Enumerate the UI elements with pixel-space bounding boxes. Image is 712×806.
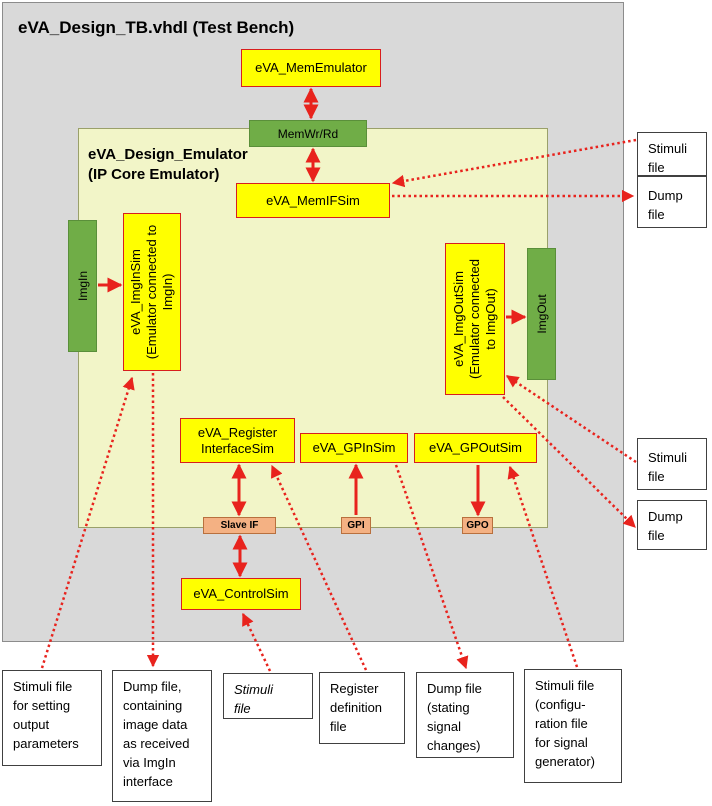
dotted-stimuli-gpoutsim: [507, 465, 579, 668]
file-line: parameters: [13, 736, 79, 751]
file-line: (configu-: [535, 697, 586, 712]
stimuli-file-imgout: Stimuli file: [637, 438, 707, 490]
gpi-port: GPI: [341, 517, 371, 534]
dotted-stimuli-imgoutsim: [505, 374, 637, 464]
file-line: Stimuli file: [535, 678, 595, 693]
gpo-port: GPO: [462, 517, 493, 534]
register-if-sim-line2: InterfaceSim: [201, 440, 274, 456]
mem-wr-rd-interface: MemWr/Rd: [249, 120, 367, 147]
file-line: signal: [427, 719, 461, 734]
mem-if-sim-block: eVA_MemIFSim: [236, 183, 390, 218]
file-line: definition: [330, 700, 383, 715]
file-line: via ImgIn: [123, 755, 176, 770]
file-line: Dump: [648, 188, 683, 203]
file-line: Stimuli: [648, 141, 688, 156]
file-line: Register: [330, 681, 379, 696]
dotted-params-imginsim: [40, 376, 135, 669]
file-line: as received: [123, 736, 190, 751]
gpin-dump-file: Dump file (stating signal changes): [416, 672, 514, 758]
file-line: output: [13, 717, 50, 732]
file-line: for setting: [13, 698, 71, 713]
file-line: for signal: [535, 735, 588, 750]
img-in-interface: ImgIn: [68, 220, 97, 352]
file-line: file: [234, 701, 251, 716]
file-line: generator): [535, 754, 595, 769]
img-in-sim-block: eVA_ImgInSim (Emulator connected to ImgI…: [123, 213, 181, 371]
register-if-sim-line1: eVA_Register: [197, 424, 278, 440]
gpout-stimuli-file: Stimuli file (configu- ration file for s…: [524, 669, 622, 783]
file-line: Stimuli: [648, 450, 688, 465]
imgin-dump-file: Dump file, containing image data as rece…: [112, 670, 212, 802]
gp-out-sim-block: eVA_GPOutSim: [414, 433, 537, 463]
file-line: Dump: [648, 509, 683, 524]
dotted-stimuli-memif: [391, 138, 637, 188]
file-line: interface: [123, 774, 173, 789]
file-line: Stimuli file: [13, 679, 73, 694]
dotted-gpinsim-dump: [394, 464, 469, 670]
img-out-sim-block: eVA_ImgOutSim (Emulator connected to Img…: [445, 243, 505, 395]
register-if-sim-block: eVA_Register InterfaceSim: [180, 418, 295, 463]
stimuli-file-mem: Stimuli file: [637, 132, 707, 176]
testbench-title: eVA_Design_TB.vhdl (Test Bench): [18, 18, 295, 37]
file-line: file: [648, 207, 665, 222]
file-line: file: [648, 469, 665, 484]
mem-emulator-block: eVA_MemEmulator: [241, 49, 381, 87]
file-line: ration file: [535, 716, 588, 731]
file-line: Dump file: [427, 681, 482, 696]
gp-in-sim-block: eVA_GPInSim: [300, 433, 408, 463]
file-line: Stimuli: [234, 682, 274, 697]
register-definition-file: Register definition file: [319, 672, 405, 744]
dotted-regdef-register: [270, 464, 368, 671]
dotted-imgoutsim-dump: [502, 396, 636, 528]
emulator-title-line2: (IP Core Emulator): [88, 166, 220, 183]
slave-if-port: Slave IF: [203, 517, 276, 534]
file-line: image data: [123, 717, 188, 732]
file-line: containing: [123, 698, 183, 713]
file-line: file: [648, 160, 665, 175]
file-line: changes): [427, 738, 481, 753]
control-sim-block: eVA_ControlSim: [181, 578, 301, 610]
file-line: file: [648, 528, 665, 543]
file-line: (stating: [427, 700, 470, 715]
dotted-stimuli-control: [241, 612, 272, 672]
imgin-params-stimuli-file: Stimuli file for setting output paramete…: [2, 670, 102, 766]
dump-file-imgout: Dump file: [637, 500, 707, 550]
emulator-title: eVA_Design_Emulator (IP Core Emulator): [88, 145, 248, 185]
control-stimuli-file: Stimuli file: [223, 673, 313, 719]
file-line: file: [330, 719, 347, 734]
img-out-interface: ImgOut: [527, 248, 556, 380]
dump-file-mem: Dump file: [637, 176, 707, 228]
emulator-title-line1: eVA_Design_Emulator: [88, 146, 248, 163]
file-line: Dump file,: [123, 679, 182, 694]
